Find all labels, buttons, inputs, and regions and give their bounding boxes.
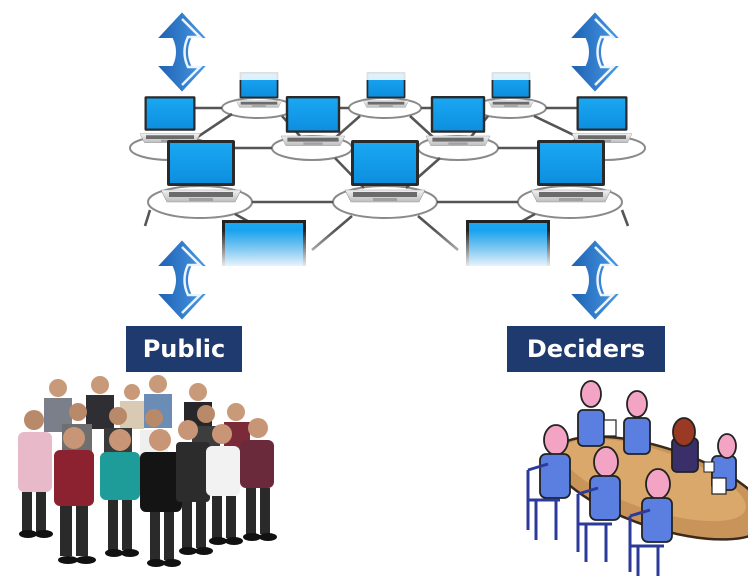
arrow-top-left	[154, 9, 210, 95]
public-crowd-image	[18, 375, 277, 567]
public-label: Public	[126, 326, 242, 372]
arrow-top-right	[567, 9, 623, 95]
computer-network	[120, 60, 650, 270]
deciders-meeting-clipart	[526, 380, 748, 576]
deciders-label: Deciders	[507, 326, 665, 372]
